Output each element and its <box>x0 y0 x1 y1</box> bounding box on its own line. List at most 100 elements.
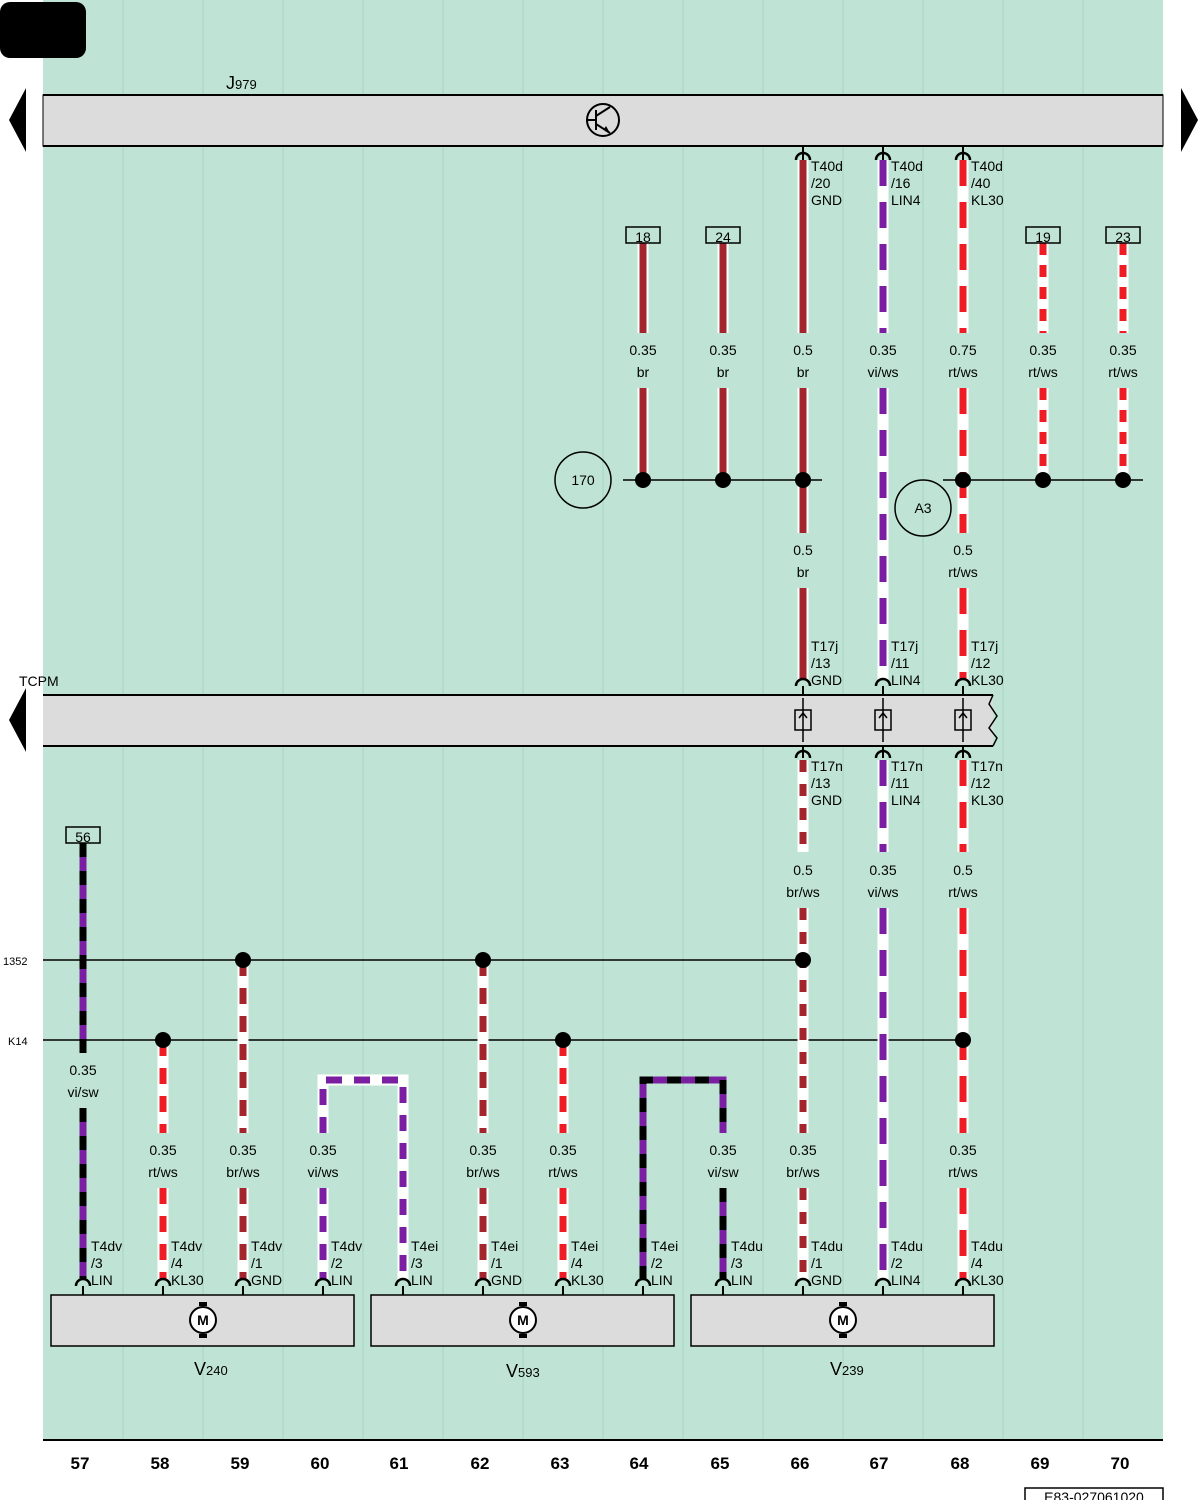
svg-text:0.35: 0.35 <box>149 1142 176 1158</box>
svg-text:br/ws: br/ws <box>786 1164 819 1180</box>
svg-text:0.5: 0.5 <box>953 862 973 878</box>
svg-text:0.35: 0.35 <box>1109 342 1136 358</box>
wire-spec-66a: 0.5 br <box>793 342 813 380</box>
svg-text:0.5: 0.5 <box>953 542 973 558</box>
svg-text:T17n: T17n <box>971 758 1003 774</box>
svg-text:GND: GND <box>811 1272 842 1288</box>
svg-text:KL30: KL30 <box>971 1272 1004 1288</box>
svg-text:rt/ws: rt/ws <box>948 1164 978 1180</box>
svg-text:br/ws: br/ws <box>226 1164 259 1180</box>
svg-text:vi/ws: vi/ws <box>867 884 898 900</box>
svg-text:T4du: T4du <box>731 1238 763 1254</box>
wire-spec-67c: 0.35 vi/ws <box>867 862 898 900</box>
svg-text:/1: /1 <box>811 1255 823 1271</box>
svg-text:18: 18 <box>635 229 651 245</box>
tcpm-label: TCPM <box>19 673 59 689</box>
reference-circle-170: 170 <box>554 451 612 509</box>
svg-text:56: 56 <box>75 829 91 845</box>
svg-text:T4du: T4du <box>811 1238 843 1254</box>
svg-text:/11: /11 <box>891 775 910 791</box>
svg-text:vi/sw: vi/sw <box>67 1084 99 1100</box>
svg-text:0.35: 0.35 <box>869 862 896 878</box>
tcpm-passthrough-icons <box>794 698 972 742</box>
svg-text:0.35: 0.35 <box>69 1062 96 1078</box>
svg-text:T4ei: T4ei <box>571 1238 598 1254</box>
svg-text:A3: A3 <box>914 500 931 516</box>
svg-text:0.5: 0.5 <box>793 542 813 558</box>
svg-text:LIN4: LIN4 <box>891 1272 921 1288</box>
tcpm-control-unit-bar <box>43 695 993 746</box>
svg-text:T17n: T17n <box>811 758 843 774</box>
svg-text:/1: /1 <box>251 1255 263 1271</box>
svg-text:0.35: 0.35 <box>549 1142 576 1158</box>
wire-spec-57: 0.35 vi/sw <box>67 1062 99 1100</box>
svg-text:T40d: T40d <box>811 158 843 174</box>
svg-text:LIN: LIN <box>651 1272 673 1288</box>
svg-text:0.35: 0.35 <box>1029 342 1056 358</box>
svg-text:br/ws: br/ws <box>786 884 819 900</box>
svg-text:rt/ws: rt/ws <box>548 1164 578 1180</box>
reference-box-18: 18 <box>625 226 661 245</box>
svg-text:24: 24 <box>715 229 731 245</box>
svg-text:T4dv: T4dv <box>171 1238 202 1254</box>
svg-text:GND: GND <box>811 792 842 808</box>
svg-text:0.35: 0.35 <box>309 1142 336 1158</box>
column-number: 61 <box>390 1454 409 1473</box>
column-number: 58 <box>151 1454 170 1473</box>
svg-text:KL30: KL30 <box>171 1272 204 1288</box>
svg-text:LIN: LIN <box>91 1272 113 1288</box>
footer-code: E83-027061020 <box>1044 1489 1144 1500</box>
svg-text:br: br <box>717 364 730 380</box>
svg-text:/16: /16 <box>891 175 911 191</box>
svg-text:T4dv: T4dv <box>251 1238 282 1254</box>
connector-pin-stems <box>802 146 964 758</box>
svg-text:/12: /12 <box>971 655 991 671</box>
reference-circle-a3: A3 <box>894 479 952 537</box>
svg-text:23: 23 <box>1115 229 1131 245</box>
svg-text:/20: /20 <box>811 175 831 191</box>
svg-text:LIN4: LIN4 <box>891 792 921 808</box>
column-number: 64 <box>630 1454 649 1473</box>
svg-text:KL30: KL30 <box>571 1272 604 1288</box>
svg-text:/11: /11 <box>891 655 910 671</box>
column-number: 67 <box>870 1454 889 1473</box>
svg-text:rt/ws: rt/ws <box>1028 364 1058 380</box>
v240-label: V240 <box>194 1359 228 1379</box>
bus-label-k14: K14 <box>8 1036 28 1048</box>
v239-label: V239 <box>830 1359 864 1379</box>
svg-text:0.35: 0.35 <box>629 342 656 358</box>
wire-spec-68d: 0.35 rt/ws <box>948 1142 978 1180</box>
wire-spec-66c: 0.5br/ws <box>786 862 819 900</box>
svg-text:T17j: T17j <box>971 638 998 654</box>
svg-text:/4: /4 <box>171 1255 183 1271</box>
corner-tab <box>0 2 86 58</box>
svg-text:0.35: 0.35 <box>469 1142 496 1158</box>
column-number: 68 <box>951 1454 970 1473</box>
wire-60-61-loop <box>317 1074 409 1280</box>
svg-text:0.5: 0.5 <box>793 342 813 358</box>
wire-spec-68c: 0.5rt/ws <box>948 862 978 900</box>
continuation-right-arrow-icon <box>1181 88 1198 152</box>
svg-text:T40d: T40d <box>891 158 923 174</box>
svg-text:br: br <box>797 364 810 380</box>
column-number: 70 <box>1111 1454 1130 1473</box>
svg-text:0.35: 0.35 <box>949 1142 976 1158</box>
